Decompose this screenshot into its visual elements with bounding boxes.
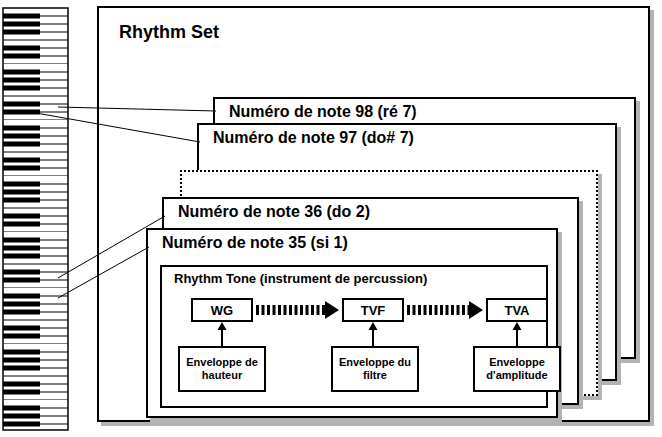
box-label: WG [211,303,233,318]
box-label: TVA [504,303,529,318]
arrow-head [325,301,339,319]
box-label: Numéro de note 98 (ré 7) [229,103,417,121]
box-label: Enveloppe d'amplitude [475,356,559,382]
envelope-box: Enveloppe du filtre [331,346,419,392]
note-box: Numéro de note 35 (si 1) Rhythm Tone (ins… [146,228,558,418]
box-label: Numéro de note 97 (do# 7) [213,129,414,147]
box-label: Rhythm Set [119,22,219,43]
signal-arrow [369,322,378,346]
keyboard-keys [3,8,68,430]
rhythm-set-frame: Rhythm SetNuméro de note 98 (ré 7) Numéro… [97,6,650,422]
arrow-head [513,322,522,330]
box-label: Enveloppe de hauteur [180,356,264,382]
arrow-shaft [407,305,470,315]
arrow-shaft [372,329,374,346]
box-label: Rhythm Tone (instrument de percussion) [174,271,427,286]
box-label: TVF [361,303,386,318]
rhythm-tone-box: Rhythm Tone (instrument de percussion) WG… [160,265,548,408]
envelope-box: Enveloppe d'amplitude [473,346,561,392]
signal-arrow [256,301,339,319]
arrow-shaft [516,329,518,346]
box-label: Enveloppe du filtre [333,356,417,382]
box-label: Numéro de note 36 (do 2) [178,203,370,221]
wg-box: WG [191,298,253,322]
signal-arrow [513,322,522,346]
arrow-shaft [256,305,326,315]
arrow-head [469,301,483,319]
arrow-shaft [221,329,223,346]
arrow-head [218,322,227,330]
box-label: Numéro de note 35 (si 1) [162,234,348,252]
signal-arrow [218,322,227,346]
tva-box: TVA [486,298,548,322]
signal-arrow [407,301,483,319]
arrow-head [369,322,378,330]
tvf-box: TVF [342,298,404,322]
envelope-box: Enveloppe de hauteur [178,346,266,392]
